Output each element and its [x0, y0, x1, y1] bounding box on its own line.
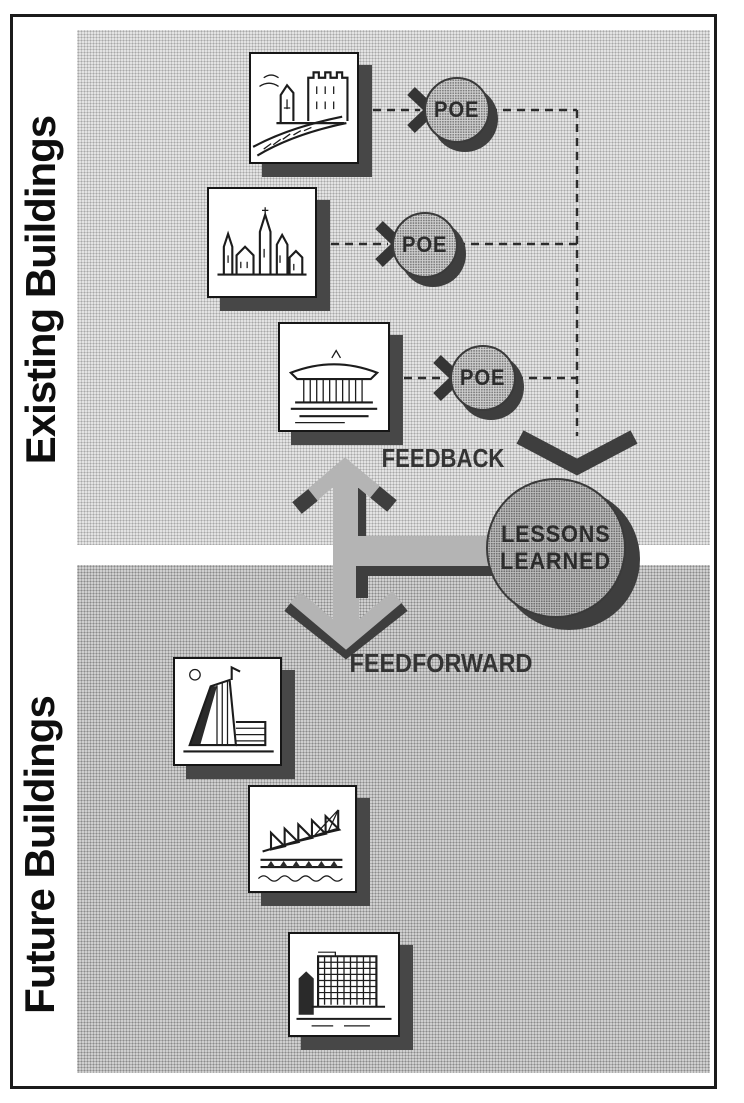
- poe-node-circle: POE: [450, 345, 516, 411]
- office-slab-building-sketch-image: [288, 932, 400, 1037]
- existing-building-1-card: [249, 52, 372, 177]
- feedback-label: FEEDBACK: [381, 443, 505, 473]
- historic-town-skyline-sketch-image: [207, 187, 317, 298]
- hub-connector-step-shadow: [356, 566, 368, 598]
- arrow-down-into-hub-icon: [516, 430, 638, 476]
- poe-node-1: POE: [424, 77, 498, 152]
- classical-pavilion-sketch-image: [278, 322, 390, 432]
- hub-connector-bar-shadow: [368, 566, 500, 576]
- castle-ruin-sketch-image: [249, 52, 359, 164]
- poe-node-2: POE: [392, 212, 466, 287]
- feedforward-arrowhead-icon: [290, 591, 402, 650]
- hub-connector-bar: [356, 536, 498, 566]
- hub-label-line1: LESSONS: [501, 521, 611, 548]
- poe-node-circle: POE: [392, 212, 458, 278]
- tensile-stadium-sketch-image: [248, 785, 357, 893]
- feedback-feedforward-arrow: [284, 457, 500, 660]
- poe-node-circle: POE: [424, 77, 490, 143]
- hub-circle: LESSONS LEARNED: [486, 478, 626, 618]
- future-building-3-card: [288, 932, 413, 1050]
- poe-node-3: POE: [450, 345, 524, 420]
- future-buildings-panel: [77, 565, 710, 1073]
- feedforward-arrowhead-shadow: [284, 599, 408, 660]
- hub-label-line2: LEARNED: [500, 548, 612, 575]
- existing-building-3-card: [278, 322, 403, 445]
- future-building-1-card: [173, 657, 295, 779]
- future-building-2-card: [248, 785, 370, 906]
- lessons-learned-hub: LESSONS LEARNED: [486, 478, 640, 630]
- poe-node-label: POE: [434, 97, 480, 122]
- feedback-arrowhead-tip-right: [370, 486, 397, 512]
- feedback-arrowhead-tip-left: [292, 489, 318, 514]
- poe-node-label: POE: [402, 232, 448, 257]
- feedforward-label: FEEDFORWARD: [349, 648, 533, 678]
- existing-building-2-card: [207, 187, 330, 311]
- arrow-shaft: [333, 469, 359, 637]
- modern-high-tech-building-sketch-image: [173, 657, 282, 766]
- arrow-shaft-shade: [358, 488, 366, 536]
- dashed-connectors: [317, 108, 579, 436]
- poe-node-label: POE: [460, 365, 506, 390]
- page-border: [10, 14, 717, 1089]
